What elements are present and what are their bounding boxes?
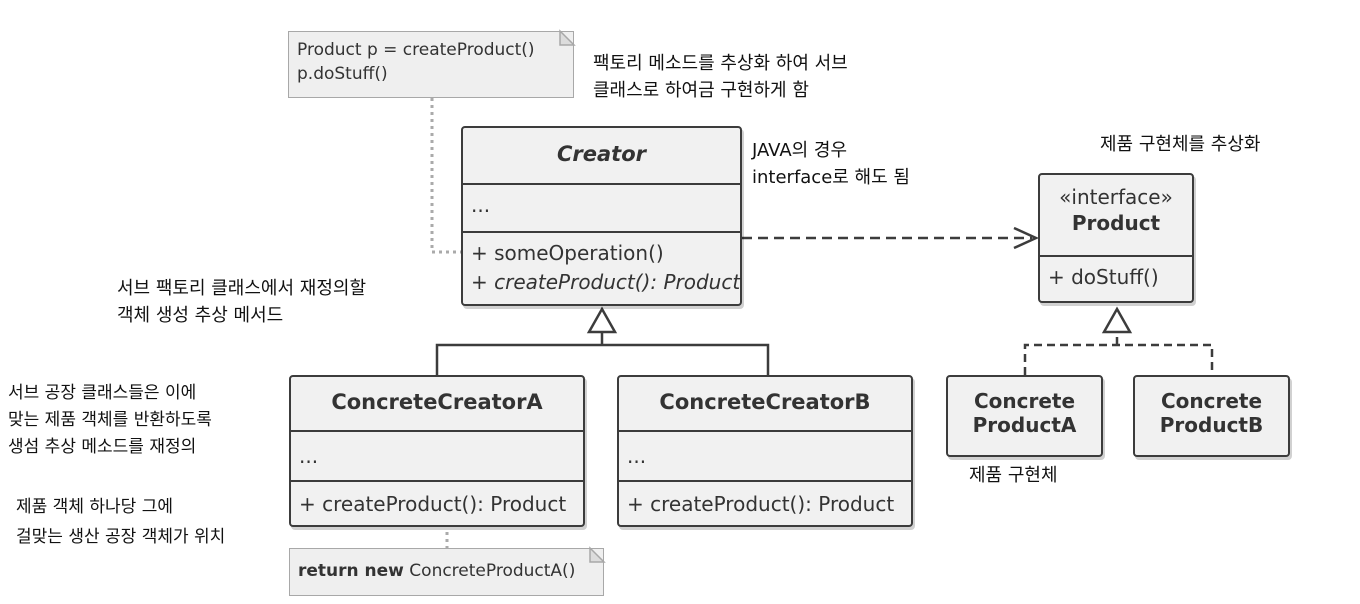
annotation-subfactory-line1: 서브 팩토리 클래스에서 재정의할 xyxy=(117,278,367,299)
concrete-product-a-line1: Concrete xyxy=(973,389,1076,413)
note-return-keyword: return new xyxy=(298,561,404,581)
note-client-code: Product p = createProduct() p.doStuff() xyxy=(288,31,574,98)
annotation-java: JAVA의 경우 interface로 해도 됨 xyxy=(752,137,910,191)
concrete-creator-a-name: ConcreteCreatorA xyxy=(331,390,543,414)
concrete-product-a-line2: ProductA xyxy=(972,413,1077,437)
annotation-subfactory: 서브 팩토리 클래스에서 재정의할 객체 생성 추상 메서드 xyxy=(117,275,366,329)
concrete-product-b-line1: Concrete xyxy=(1160,389,1263,413)
concrete-creator-b-name: ConcreteCreatorB xyxy=(659,390,871,414)
concrete-creator-a-fields: ... xyxy=(299,444,319,468)
note-client-line2: p.doStuff() xyxy=(297,64,388,84)
note-client-line1: Product p = createProduct() xyxy=(297,40,535,60)
product-stereotype: «interface» xyxy=(1059,185,1173,209)
note-return-rest: ConcreteProductA() xyxy=(403,561,576,581)
creator-create-product: + createProduct(): Product xyxy=(471,270,741,294)
realization-line-product xyxy=(1023,332,1214,375)
annotation-product-impl-line1: 제품 구현체 xyxy=(969,465,1058,486)
interface-product: «interface» Product + doStuff() xyxy=(1038,173,1194,303)
annotation-subfactories-override-line2: 맞는 제품 객체를 반환하도록 xyxy=(8,410,212,430)
class-concrete-creator-a: ConcreteCreatorA ... + createProduct(): … xyxy=(289,375,585,527)
annotation-factory-method: 팩토리 메소드를 추상화 하여 서브 클래스로 하여금 구현하게 함 xyxy=(593,50,848,104)
note-return-product: return new ConcreteProductA() xyxy=(289,548,604,596)
class-concrete-product-b: Concrete ProductB xyxy=(1133,375,1290,457)
annotation-subfactory-line2: 객체 생성 추상 메서드 xyxy=(117,305,284,326)
class-concrete-product-a: Concrete ProductA xyxy=(946,375,1103,457)
inheritance-line-creator xyxy=(435,332,770,375)
annotation-product-factory-line2: 걸맞는 생산 공장 객체가 위치 xyxy=(16,527,226,547)
annotation-subfactories-override: 서브 공장 클래스들은 이에 맞는 제품 객체를 반환하도록 생섬 추상 메소드… xyxy=(8,380,212,461)
annotation-product-abstract: 제품 구현체를 추상화 xyxy=(1100,131,1260,158)
creator-some-operation: + someOperation() xyxy=(471,241,664,265)
annotation-java-line1: JAVA의 경우 xyxy=(752,140,848,161)
product-name: Product xyxy=(1071,211,1161,235)
product-do-stuff: + doStuff() xyxy=(1048,265,1159,289)
creator-name: Creator xyxy=(556,142,646,166)
creator-fields: ... xyxy=(471,193,491,217)
note-top-connector xyxy=(430,98,462,254)
annotation-product-factory-line1: 제품 객체 하나당 그에 xyxy=(16,497,173,517)
dependency-arrowhead xyxy=(1013,226,1040,250)
realization-triangle-product xyxy=(1101,306,1133,334)
concrete-creator-a-create-product: + createProduct(): Product xyxy=(299,492,567,516)
annotation-product-abstract-line1: 제품 구현체를 추상화 xyxy=(1100,134,1261,155)
concrete-creator-b-create-product: + createProduct(): Product xyxy=(627,492,895,516)
annotation-factory-method-line1: 팩토리 메소드를 추상화 하여 서브 xyxy=(593,53,848,74)
annotation-subfactories-override-line3: 생섬 추상 메소드를 재정의 xyxy=(8,437,197,457)
annotation-subfactories-override-line1: 서브 공장 클래스들은 이에 xyxy=(8,383,197,403)
inheritance-triangle-creator xyxy=(586,306,618,334)
annotation-java-line2: interface로 해도 됨 xyxy=(752,167,910,188)
class-concrete-creator-b: ConcreteCreatorB ... + createProduct(): … xyxy=(617,375,913,527)
class-creator: Creator ... + someOperation() + createPr… xyxy=(461,126,742,306)
annotation-factory-method-line2: 클래스로 하여금 구현하게 함 xyxy=(593,80,809,101)
concrete-creator-b-fields: ... xyxy=(627,444,647,468)
annotation-product-factory: 제품 객체 하나당 그에 걸맞는 생산 공장 객체가 위치 xyxy=(16,492,225,552)
annotation-product-impl: 제품 구현체 xyxy=(969,462,1058,489)
concrete-product-b-line2: ProductB xyxy=(1159,413,1264,437)
